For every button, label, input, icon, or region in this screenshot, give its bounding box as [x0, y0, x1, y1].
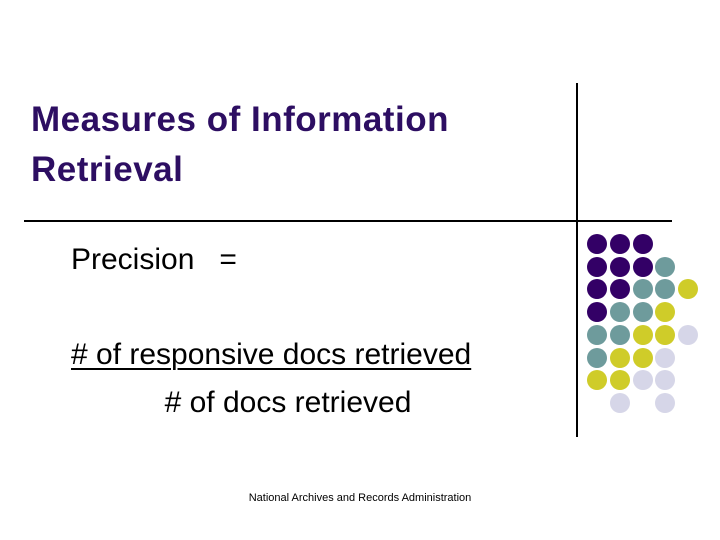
dot-teal — [632, 279, 653, 300]
dot-lavender — [655, 347, 676, 368]
footer-text: National Archives and Records Administra… — [248, 492, 472, 504]
dot-teal — [610, 302, 630, 323]
dot-yellow — [655, 324, 676, 345]
dot-lavender — [610, 392, 630, 413]
dot-purple — [587, 279, 608, 300]
dot-teal — [610, 324, 630, 345]
dot-yellow — [632, 347, 653, 368]
formula-denominator: # of docs retrieved — [164, 386, 412, 419]
dot-purple — [632, 256, 653, 277]
dot-teal — [655, 279, 676, 300]
dot-lavender — [678, 324, 699, 345]
dot-teal — [587, 324, 608, 345]
dot-purple — [587, 234, 608, 254]
precision-label: Precision = — [71, 243, 237, 276]
dot-yellow — [655, 302, 676, 323]
dot-yellow — [632, 324, 653, 345]
decorative-vertical-line — [576, 83, 578, 437]
dot-teal — [632, 302, 653, 323]
dot-lavender — [632, 370, 653, 391]
dot-lavender — [655, 392, 676, 413]
dot-yellow — [678, 279, 699, 300]
dot-purple — [632, 234, 653, 254]
formula-numerator: # of responsive docs retrieved — [71, 338, 472, 371]
dot-lavender — [655, 370, 676, 391]
slide-title: Measures of Information Retrieval — [31, 100, 449, 189]
dot-purple — [610, 279, 630, 300]
dot-teal — [587, 347, 608, 368]
title-divider-line — [24, 220, 672, 222]
dot-purple — [610, 256, 630, 277]
dot-purple — [587, 256, 608, 277]
dot-purple — [587, 302, 608, 323]
dot-yellow — [587, 370, 608, 391]
dot-yellow — [610, 370, 630, 391]
dot-teal — [655, 256, 676, 277]
dot-yellow — [610, 347, 630, 368]
dot-purple — [610, 234, 630, 254]
